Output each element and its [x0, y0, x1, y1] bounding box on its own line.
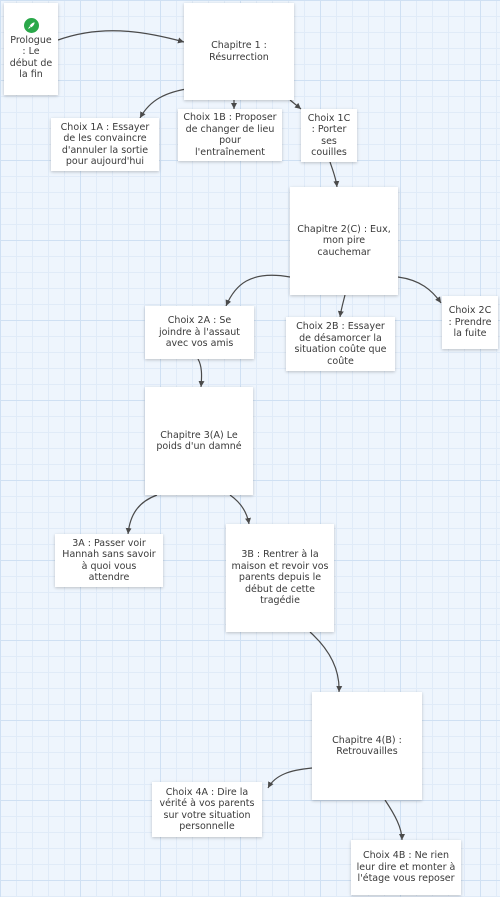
node-label: 3B : Rentrer à la maison et revoir vos p… [231, 549, 329, 607]
node-label: Choix 1C : Porter ses couilles [307, 112, 351, 159]
edge-c2a-to-ch3a [197, 358, 205, 388]
edge-ch3a-to-n3a [125, 494, 158, 535]
edge-c1c-to-ch2c [329, 161, 340, 188]
node-label: Choix 1B : Proposer de changer de lieu p… [183, 112, 277, 158]
node-label: Choix 4A : Dire la vérité à vos parents … [159, 786, 255, 833]
edge-ch4b-to-c4a [267, 767, 313, 789]
node-c2c[interactable]: Choix 2C : Prendre la fuite [442, 296, 498, 349]
node-label: Choix 2A : Se joindre à l'assaut avec vo… [158, 315, 241, 350]
node-label: Prologue : Le début de la fin [9, 34, 53, 81]
edge-ch3a-to-n3b [229, 494, 251, 525]
edge-prologue-to-ch1 [57, 30, 185, 44]
node-ch3a[interactable]: Chapitre 3(A) Le poids d'un damné [145, 387, 253, 495]
node-ch4b[interactable]: Chapitre 4(B) : Retrouvailles [312, 692, 422, 800]
node-label: Chapitre 1 : Résurrection [209, 40, 269, 63]
node-c1b[interactable]: Choix 1B : Proposer de changer de lieu p… [178, 109, 282, 161]
node-label: Chapitre 3(A) Le poids d'un damné [156, 429, 242, 453]
node-ch2c[interactable]: Chapitre 2(C) : Eux, mon pire cauchemar [290, 187, 398, 295]
node-label: Chapitre 4(B) : Retrouvailles [332, 734, 402, 758]
node-c2b[interactable]: Choix 2B : Essayer de désamorcer la situ… [286, 317, 395, 371]
edge-ch2c-to-c2a [225, 274, 291, 307]
edge-n3b-to-ch4b [309, 631, 343, 693]
node-c1a[interactable]: Choix 1A : Essayer de les convaincre d'a… [51, 118, 159, 171]
node-label: Chapitre 2(C) : Eux, mon pire cauchemar [297, 223, 391, 258]
edge-ch4b-to-c4b [384, 799, 405, 841]
edge-ch2c-to-c2c [397, 276, 442, 304]
node-prologue[interactable]: Prologue : Le début de la fin [4, 3, 58, 95]
node-c1c[interactable]: Choix 1C : Porter ses couilles [301, 109, 357, 162]
node-c4b[interactable]: Choix 4B : Ne rien leur dire et monter à… [351, 840, 461, 895]
edge-ch1-to-c1c [289, 99, 302, 110]
node-label: Choix 2C : Prendre la fuite [448, 305, 492, 340]
node-label: 3A : Passer voir Hannah sans savoir à qu… [62, 537, 156, 584]
node-label: Choix 4B : Ne rien leur dire et monter à… [356, 850, 456, 885]
rocket-icon [23, 17, 39, 33]
node-ch1[interactable]: Chapitre 1 : Résurrection [184, 3, 294, 100]
node-c2a[interactable]: Choix 2A : Se joindre à l'assaut avec vo… [145, 306, 254, 359]
edge-ch2c-to-c2b [337, 294, 346, 318]
node-label: Choix 1A : Essayer de les convaincre d'a… [60, 121, 150, 168]
node-n3b[interactable]: 3B : Rentrer à la maison et revoir vos p… [226, 524, 334, 632]
node-c4a[interactable]: Choix 4A : Dire la vérité à vos parents … [152, 782, 262, 837]
node-n3a[interactable]: 3A : Passer voir Hannah sans savoir à qu… [55, 534, 163, 587]
node-label: Choix 2B : Essayer de désamorcer la situ… [294, 321, 387, 367]
